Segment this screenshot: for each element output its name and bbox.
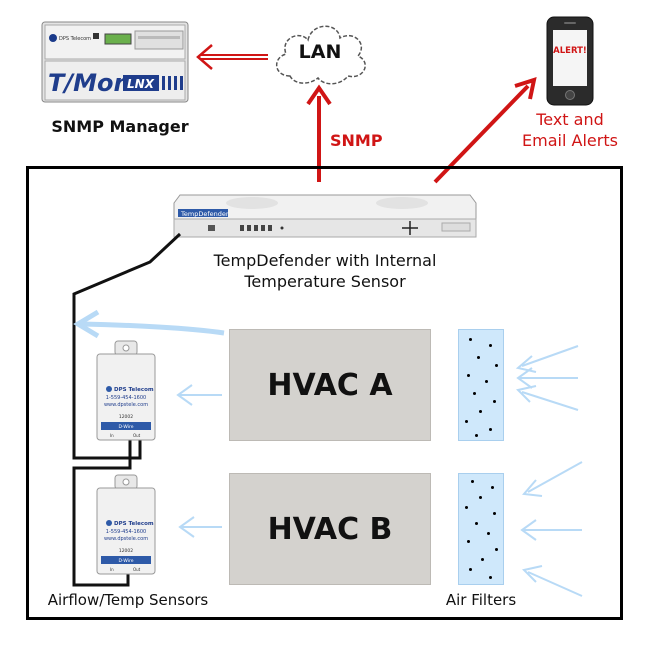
sensors-caption: Airflow/Temp Sensors [47,591,209,609]
manager-logo-main: T/Mon [48,69,131,97]
snmp-manager-device: DPS Telecom T/Mon LNX [41,21,189,103]
tempdefender-badge: TempDefender [180,210,229,218]
sensor-b-phone: 1-559-454-1600 [106,529,146,535]
sensor-a-port-out: Out [133,433,141,438]
manager-logo-sub: LNX [127,77,155,91]
airflow-temp-sensor-b: DPS Telecom 1-559-454-1600 www.dpstele.c… [95,474,157,576]
hvac-unit-a: HVAC A [229,329,431,441]
alerts-caption-line2: Email Alerts [522,131,618,150]
room-boundary [26,166,623,620]
filters-caption: Air Filters [445,591,517,609]
tempdefender-caption-line2: Temperature Sensor [244,272,406,291]
air-filter-a [458,329,504,441]
sensor-b-port-out: Out [133,567,141,572]
sensor-b-port-in: In [110,567,114,572]
sensor-a-model: 12002 [119,414,133,420]
lan-cloud-icon [268,16,372,88]
snmp-label: SNMP [330,131,383,150]
tempdefender-caption-line1: TempDefender with Internal [213,251,437,270]
sensor-wire [72,232,182,460]
hvac-a-label: HVAC A [267,367,393,403]
airflow-temp-sensor-a: DPS Telecom 1-559-454-1600 www.dpstele.c… [95,340,157,442]
hvac-unit-b: HVAC B [229,473,431,585]
sensor-b-wire: D-Wire [118,558,133,564]
sensor-b-brand: DPS Telecom [114,521,154,527]
sensor-a-wire: D-Wire [118,424,133,430]
hvac-b-label: HVAC B [267,511,393,547]
airflow-return-arrow [81,321,225,336]
phone-alert-text: ALERT! [553,46,587,56]
phone-icon: ALERT! [545,16,595,106]
lan-label: LAN [298,41,342,63]
sensor-a-port-in: In [110,433,114,438]
sensor-a-phone: 1-559-454-1600 [106,395,146,401]
sensor-a-url: www.dpstele.com [104,402,148,408]
manager-brand-small: DPS Telecom [59,36,91,42]
sensor-b-model: 12002 [119,548,133,554]
sensor-b-url: www.dpstele.com [104,536,148,542]
alerts-caption-line1: Text and [536,110,604,129]
tempdefender-device: TempDefender [172,189,478,245]
sensor-a-brand: DPS Telecom [114,387,154,393]
snmp-manager-caption: SNMP Manager [51,117,189,136]
air-filter-b [458,473,504,585]
